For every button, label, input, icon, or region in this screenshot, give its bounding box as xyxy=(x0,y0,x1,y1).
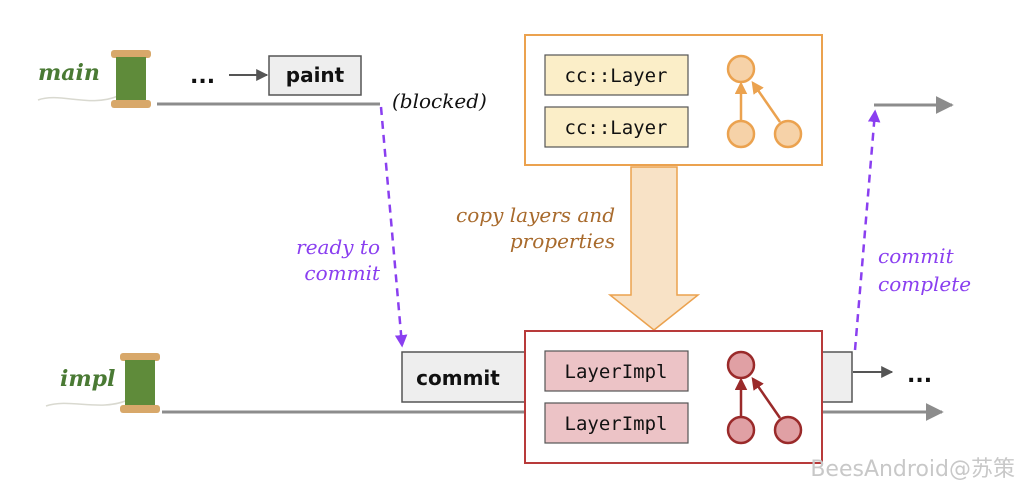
layer-impl-label: LayerImpl xyxy=(565,413,668,435)
main-thread-label: main xyxy=(38,60,100,86)
watermark: BeesAndroid@苏策 xyxy=(810,457,1015,482)
layer-impl-box xyxy=(544,350,689,392)
impl-ellipsis: ... xyxy=(907,363,932,388)
main-layer-tree-box: cc::Layer cc::Layer xyxy=(524,34,823,166)
layer-impl-box xyxy=(544,402,689,444)
layer-tree-icon xyxy=(726,350,803,445)
layer-tree-icon xyxy=(726,54,803,149)
commit-complete-arrow xyxy=(853,109,881,351)
spool-icon xyxy=(37,50,151,108)
paint-task-box: paint xyxy=(268,55,362,96)
ready-to-commit-line2: commit xyxy=(304,261,381,285)
paint-label: paint xyxy=(286,63,345,87)
commit-complete-line2: complete xyxy=(878,272,971,296)
copy-arrow xyxy=(607,166,701,331)
layer-impl-label: LayerImpl xyxy=(565,361,668,383)
copy-label-line1: copy layers and xyxy=(456,203,615,227)
impl-layer-tree-box: LayerImpl LayerImpl xyxy=(524,330,823,464)
commit-label: commit xyxy=(416,366,500,390)
commit-complete-line1: commit xyxy=(878,244,955,268)
blocked-label: (blocked) xyxy=(392,89,487,113)
cc-layer-box xyxy=(544,54,689,96)
ready-to-commit-line1: ready to xyxy=(296,235,380,259)
cc-layer-label: cc::Layer xyxy=(565,65,668,87)
cc-layer-box xyxy=(544,106,689,148)
copy-label-line2: properties xyxy=(510,229,615,253)
main-ellipsis: ... xyxy=(190,64,215,89)
spool-icon xyxy=(45,353,160,413)
ready-to-commit-arrow xyxy=(379,106,408,348)
impl-thread-label: impl xyxy=(60,366,115,392)
cc-layer-label: cc::Layer xyxy=(565,117,668,139)
